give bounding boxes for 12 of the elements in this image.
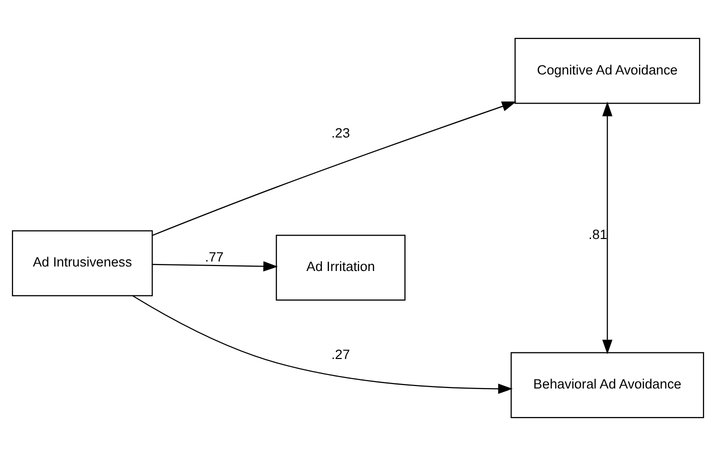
edge-label: .23 xyxy=(331,125,350,140)
node-box: Ad Intrusiveness xyxy=(12,230,153,296)
arrow xyxy=(132,294,513,394)
edge-label: .27 xyxy=(331,346,350,362)
node-box: Ad Irritation xyxy=(276,234,406,300)
node-box: Behavioral Ad Avoidance xyxy=(510,352,704,418)
node-box: Cognitive Ad Avoidance xyxy=(514,37,700,104)
arrow xyxy=(152,100,516,236)
arrow xyxy=(602,101,612,354)
arrow xyxy=(152,260,278,271)
edge-label: .77 xyxy=(204,249,224,264)
edge-label: .81 xyxy=(588,226,608,242)
